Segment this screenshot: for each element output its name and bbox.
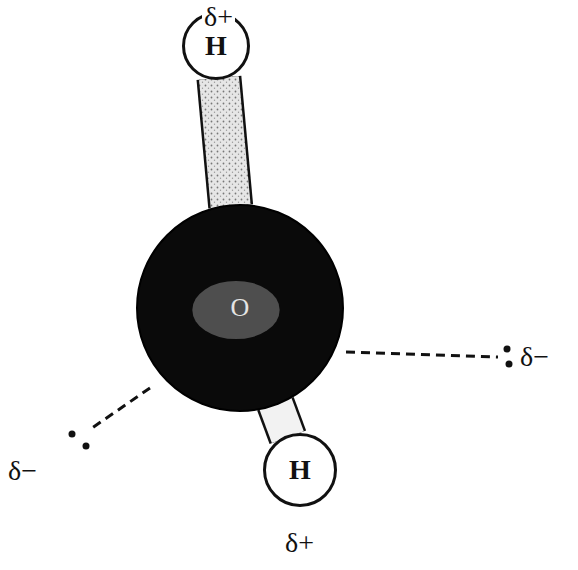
oxygen-atom: O (136, 204, 344, 412)
covalent-bond (219, 78, 231, 207)
bond-outline (219, 78, 231, 207)
atom-circle (137, 205, 343, 411)
partial-charge: δ+ (202, 2, 235, 32)
lone-pair-dot (69, 431, 76, 438)
lone-pair-dot (504, 346, 511, 353)
lone-pair-line (92, 388, 150, 428)
bond-body (275, 404, 287, 438)
hydrogen-atom: H (263, 433, 337, 507)
bond-outline (275, 404, 287, 438)
atom-circle (265, 435, 336, 506)
partial-charge: δ− (6, 456, 39, 486)
lone-pair-dot (506, 361, 513, 368)
atom-highlight (192, 281, 279, 339)
bond-body (219, 78, 231, 207)
lone-pair-line (346, 352, 498, 357)
lone-pair-dot (83, 443, 90, 450)
atom-symbol: H (289, 455, 311, 486)
partial-charge: δ− (518, 342, 551, 372)
atom-symbol: O (231, 294, 250, 323)
atom-symbol: H (205, 31, 227, 62)
covalent-bond (275, 404, 287, 438)
partial-charge: δ+ (283, 528, 316, 558)
